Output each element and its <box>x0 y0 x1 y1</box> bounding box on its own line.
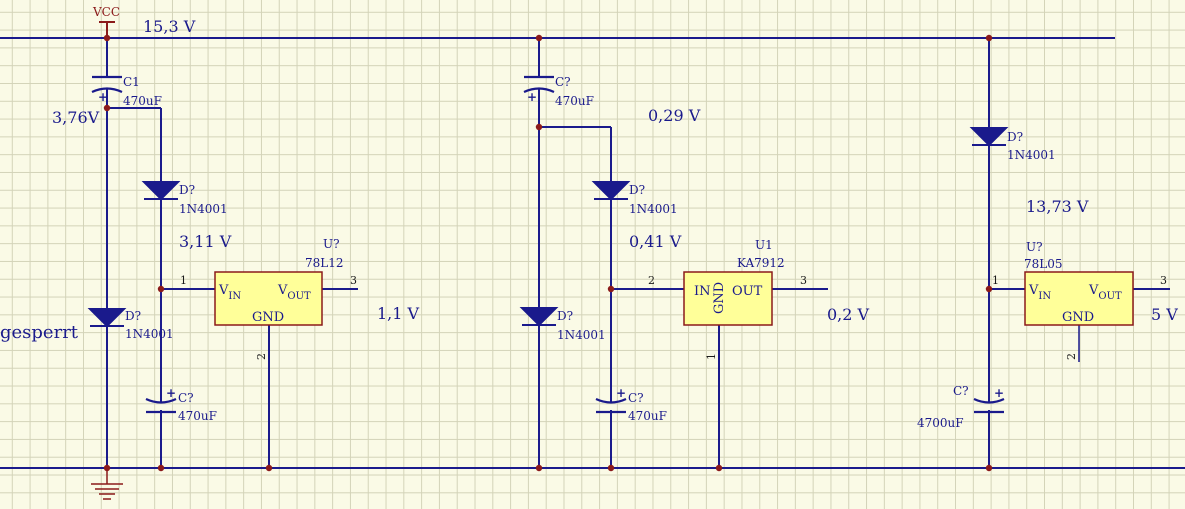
regulator-u1: VIN VOUT GND U? 78L12 1 3 2 <box>180 237 357 360</box>
d5-ref: D? <box>1007 130 1023 144</box>
c5-value: 4700uF <box>917 416 964 430</box>
svg-text:+: + <box>994 386 1004 400</box>
u2-in-label: IN <box>694 284 711 299</box>
u2-pin-gnd: 1 <box>705 353 718 360</box>
c4-value: 470uF <box>628 409 667 423</box>
diode-d2: D? 1N4001 <box>87 308 174 341</box>
reg1-output-voltage: 1,1 V <box>377 304 420 323</box>
u2-out-label: OUT <box>732 284 763 299</box>
capacitor-c4: + C? 470uF <box>595 386 667 423</box>
u3-gnd-label: GND <box>1062 310 1094 325</box>
ground-symbol <box>91 468 123 500</box>
svg-text:+: + <box>527 90 537 104</box>
d5-value: 1N4001 <box>1007 148 1056 162</box>
c3-value: 470uF <box>555 94 594 108</box>
diode-d1: D? 1N4001 <box>141 181 228 216</box>
blocked-annotation: gesperrt <box>0 322 79 343</box>
junctions <box>103 34 993 472</box>
svg-text:VIN: VIN <box>218 283 241 302</box>
c1-value: 470uF <box>123 94 162 108</box>
regulator-u3: VIN VOUT GND U? 78L05 1 3 2 <box>992 240 1167 360</box>
d1-ref: D? <box>179 183 195 197</box>
svg-text:VIN: VIN <box>1028 283 1051 302</box>
u1-value: 78L12 <box>305 256 344 270</box>
capacitor-c1: + C1 470uF <box>91 75 162 108</box>
capacitor-c2: + C? 470uF <box>145 386 217 423</box>
u2-value: KA7912 <box>737 256 785 270</box>
svg-text:+: + <box>166 386 176 400</box>
svg-text:+: + <box>616 386 626 400</box>
vcc-label: VCC <box>92 5 120 19</box>
section-3-wires <box>988 38 1170 468</box>
reg2-input-voltage: 0,41 V <box>629 232 682 251</box>
c5-ref: C? <box>953 384 969 398</box>
u3-pin-out: 3 <box>1160 274 1167 287</box>
d4-ref: D? <box>557 309 573 323</box>
u1-pin-out: 3 <box>350 274 357 287</box>
reg3-input-voltage: 13,73 V <box>1026 197 1089 216</box>
section-1-wires <box>106 38 358 468</box>
d2-value: 1N4001 <box>125 327 174 341</box>
c2-ref: C? <box>178 391 194 405</box>
c1-ref: C1 <box>123 75 140 89</box>
d3-ref: D? <box>629 183 645 197</box>
u3-value: 78L05 <box>1024 257 1063 271</box>
diode-d4: D? 1N4001 <box>519 307 606 342</box>
mid-node-voltage: 0,29 V <box>648 106 701 125</box>
reg3-output-voltage: 5 V <box>1151 305 1178 324</box>
u2-pin-in: 2 <box>648 274 655 287</box>
u3-ref: U? <box>1026 240 1043 254</box>
capacitor-c5: + C? 4700uF <box>917 384 1005 430</box>
svg-text:VOUT: VOUT <box>1088 283 1122 302</box>
capacitor-c3: + C? 470uF <box>523 75 594 108</box>
diode-d5: D? 1N4001 <box>969 127 1056 162</box>
u2-gnd-label: GND <box>712 282 727 314</box>
u2-ref: U1 <box>755 238 773 252</box>
d4-value: 1N4001 <box>557 328 606 342</box>
reg1-input-voltage: 3,11 V <box>179 232 232 251</box>
reg2-output-voltage: 0,2 V <box>827 305 870 324</box>
rail-voltage: 15,3 V <box>143 17 196 36</box>
u1-pin-gnd: 2 <box>255 353 268 360</box>
c1-node-voltage: 3,76V <box>52 108 100 127</box>
u1-gnd-label: GND <box>252 310 284 325</box>
c4-ref: C? <box>628 391 644 405</box>
d1-value: 1N4001 <box>179 202 228 216</box>
svg-text:+: + <box>98 90 108 104</box>
vcc-symbol: VCC <box>92 5 120 38</box>
u3-pin-in: 1 <box>992 274 999 287</box>
regulator-u2: IN OUT GND U1 KA7912 2 3 1 <box>648 238 807 360</box>
d2-ref: D? <box>125 309 141 323</box>
d3-value: 1N4001 <box>629 202 678 216</box>
c3-ref: C? <box>555 75 571 89</box>
u1-pin-in: 1 <box>180 274 187 287</box>
u3-pin-gnd: 2 <box>1065 353 1078 360</box>
diode-d3: D? 1N4001 <box>591 181 678 216</box>
u1-ref: U? <box>323 237 340 251</box>
c2-value: 470uF <box>178 409 217 423</box>
svg-text:VOUT: VOUT <box>277 283 311 302</box>
u2-pin-out: 3 <box>800 274 807 287</box>
